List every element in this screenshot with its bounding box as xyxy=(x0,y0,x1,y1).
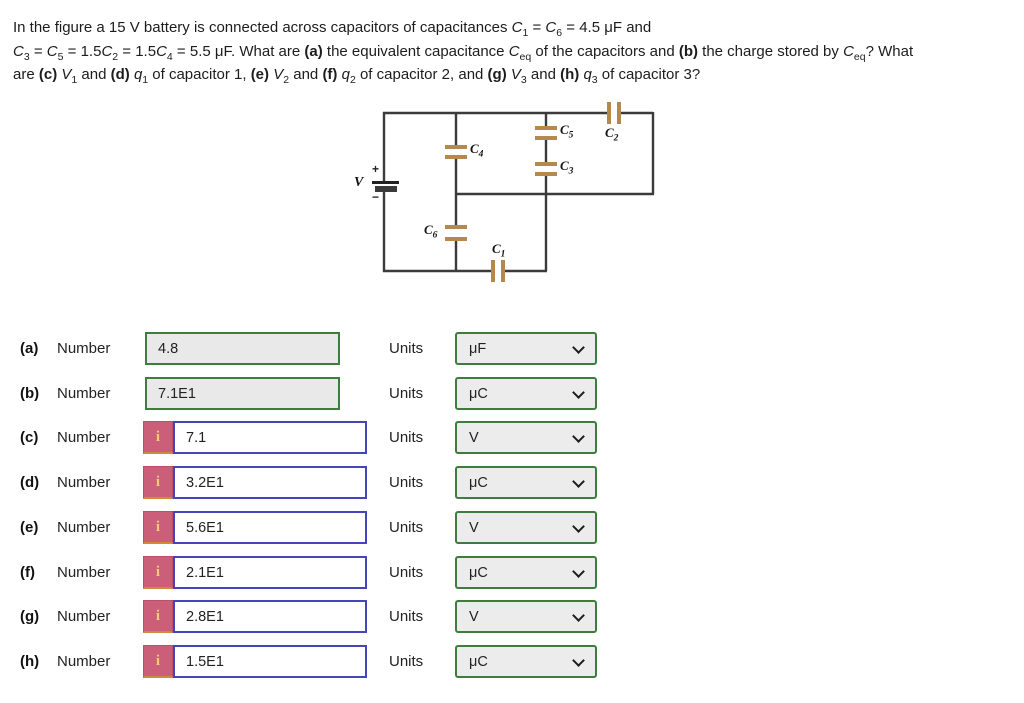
units-label: Units xyxy=(389,340,424,357)
number-label: Number xyxy=(57,564,111,581)
units-select-wrap: μF xyxy=(455,332,597,365)
number-label: Number xyxy=(57,429,111,446)
units-select-wrap: μC xyxy=(455,645,597,678)
number-label: Number xyxy=(57,653,111,670)
number-label: Number xyxy=(57,474,111,491)
units-label: Units xyxy=(389,653,424,670)
units-label: Units xyxy=(389,564,424,581)
battery-plus-sign: + xyxy=(372,162,380,176)
answer-row-f: (f) Number i Units μC xyxy=(0,556,640,589)
units-select-wrap: μC xyxy=(455,377,597,410)
units-select[interactable]: μC xyxy=(455,556,597,589)
part-label: (d) xyxy=(20,474,40,491)
battery-minus-sign: − xyxy=(372,190,380,204)
number-input[interactable] xyxy=(173,600,367,633)
answer-row-b: (b) Number Units μC xyxy=(0,377,640,410)
units-label: Units xyxy=(389,519,424,536)
units-select-wrap: V xyxy=(455,600,597,633)
units-select[interactable]: V xyxy=(455,421,597,454)
battery-voltage-label: V xyxy=(354,175,364,190)
part-label: (e) xyxy=(20,519,39,536)
info-icon[interactable]: i xyxy=(143,466,173,499)
units-select[interactable]: μC xyxy=(455,645,597,678)
answer-row-h: (h) Number i Units μC xyxy=(0,645,640,678)
answer-row-a: (a) Number Units μF xyxy=(0,332,640,365)
capacitor-label-c1: C1 xyxy=(492,241,506,260)
circuit-diagram: C4 C5 C3 C2 C6 C1 V + − xyxy=(350,95,670,295)
units-select-wrap: μC xyxy=(455,466,597,499)
info-icon[interactable]: i xyxy=(143,511,173,544)
number-input[interactable] xyxy=(145,377,340,410)
units-select[interactable]: μF xyxy=(455,332,597,365)
part-label: (h) xyxy=(20,653,40,670)
info-icon[interactable]: i xyxy=(143,421,173,454)
info-icon[interactable]: i xyxy=(143,600,173,633)
capacitor-label-c6: C6 xyxy=(424,222,438,241)
part-label: (a) xyxy=(20,340,39,357)
answer-row-e: (e) Number i Units V xyxy=(0,511,640,544)
capacitor-label-c5: C5 xyxy=(560,122,574,141)
answer-row-g: (g) Number i Units V xyxy=(0,600,640,633)
answer-row-d: (d) Number i Units μC xyxy=(0,466,640,499)
units-select[interactable]: μC xyxy=(455,466,597,499)
capacitor-label-c3: C3 xyxy=(560,158,574,177)
part-label: (f) xyxy=(20,564,35,581)
number-input[interactable] xyxy=(173,421,367,454)
part-label: (c) xyxy=(20,429,39,446)
number-label: Number xyxy=(57,519,111,536)
number-input[interactable] xyxy=(173,556,367,589)
problem-text: In the figure a 15 V battery is connecte… xyxy=(13,19,914,86)
info-icon[interactable]: i xyxy=(143,556,173,589)
capacitor-label-c2: C2 xyxy=(605,125,619,144)
number-input[interactable] xyxy=(173,645,367,678)
number-input[interactable] xyxy=(173,466,367,499)
number-label: Number xyxy=(57,385,111,402)
units-select-wrap: V xyxy=(455,421,597,454)
units-select-wrap: μC xyxy=(455,556,597,589)
capacitor-label-c4: C4 xyxy=(470,141,484,160)
circuit-wires-graphic xyxy=(372,102,655,282)
units-select[interactable]: V xyxy=(455,600,597,633)
units-label: Units xyxy=(389,385,424,402)
units-select-wrap: V xyxy=(455,511,597,544)
units-select[interactable]: μC xyxy=(455,377,597,410)
units-select[interactable]: V xyxy=(455,511,597,544)
info-icon[interactable]: i xyxy=(143,645,173,678)
units-label: Units xyxy=(389,474,424,491)
number-label: Number xyxy=(57,340,111,357)
units-label: Units xyxy=(389,608,424,625)
part-label: (g) xyxy=(20,608,40,625)
number-input[interactable] xyxy=(145,332,340,365)
part-label: (b) xyxy=(20,385,40,402)
number-label: Number xyxy=(57,608,111,625)
units-label: Units xyxy=(389,429,424,446)
number-input[interactable] xyxy=(173,511,367,544)
answer-row-c: (c) Number i Units V xyxy=(0,421,640,454)
